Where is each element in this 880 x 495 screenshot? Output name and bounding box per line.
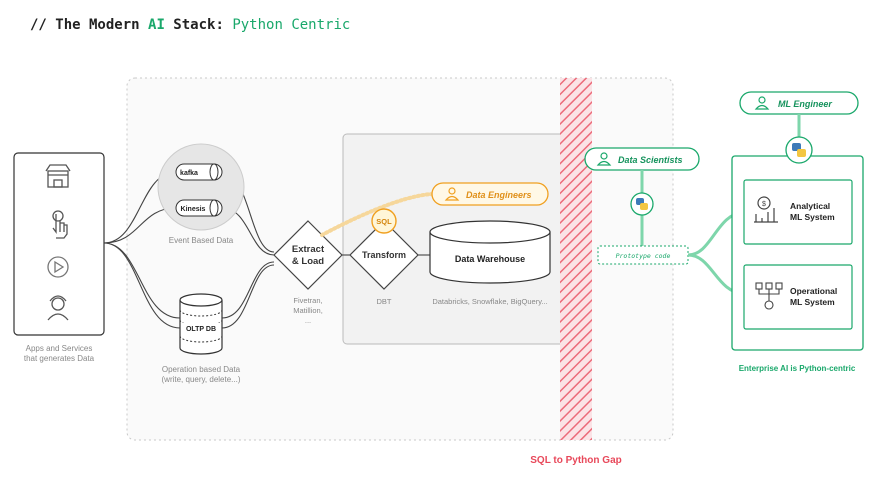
- operational-ml-system: [743, 264, 853, 330]
- extract-tools-line1: Fivetran,: [293, 296, 322, 305]
- event-caption: Event Based Data: [169, 236, 234, 245]
- warehouse-label: Data Warehouse: [455, 254, 525, 264]
- python-logo-ml: [792, 143, 806, 157]
- event-circle: [157, 143, 245, 231]
- kafka-label: kafka: [180, 170, 198, 177]
- kinesis-queue: Kinesis: [175, 199, 223, 217]
- sql-badge-label: SQL: [376, 217, 392, 226]
- sql-python-gap-band: [560, 78, 592, 440]
- data-engineers-label: Data Engineers: [466, 190, 532, 200]
- extract-tools-line3: ...: [305, 316, 311, 325]
- data-scientists-label: Data Scientists: [618, 155, 683, 165]
- operational-line2: ML System: [790, 297, 835, 307]
- data-engineers-pill: [431, 182, 549, 206]
- transform-tool: DBT: [377, 297, 392, 306]
- oltp-db: OLTP DB: [179, 293, 223, 355]
- store-icon: [45, 164, 71, 188]
- enterprise-caption: Enterprise AI is Python-centric: [739, 364, 856, 373]
- extract-tools-line2: Matillion,: [293, 306, 323, 315]
- sql-badge: [371, 208, 397, 234]
- play-icon: [47, 256, 69, 278]
- kafka-queue: kafka: [175, 163, 223, 181]
- analytical-line2: ML System: [790, 212, 835, 222]
- svg-text:$: $: [762, 201, 766, 208]
- sources-caption-line2: that generates Data: [24, 354, 95, 363]
- prototype-code-box: [597, 245, 689, 265]
- gap-label: SQL to Python Gap: [530, 455, 621, 466]
- ml-engineer-label: ML Engineer: [778, 99, 832, 109]
- oltp-caption-line1: Operation based Data: [162, 365, 241, 374]
- person-icon: [47, 295, 69, 321]
- data-warehouse: Data Warehouse: [429, 220, 551, 284]
- ml-engineer-icon: [754, 96, 770, 110]
- analytics-chart-icon: $: [754, 196, 778, 223]
- oltp-caption-line2: (write, query, delete...): [162, 375, 241, 384]
- warehouse-vendors: Databricks, Snowflake, BigQuery...: [432, 297, 547, 306]
- extract-line1: Extract: [292, 244, 325, 255]
- page-title: // The Modern AI Stack: Python Centric: [30, 17, 351, 33]
- touch-hand-icon: [52, 210, 68, 239]
- extract-line2: & Load: [292, 256, 324, 267]
- analytical-ml-system: [743, 179, 853, 245]
- network-icon: [755, 282, 783, 310]
- prototype-code-label: Prototype code: [616, 252, 671, 260]
- data-engineers-icon: [444, 187, 460, 201]
- extract-load-diamond: [273, 220, 343, 290]
- python-logo: [636, 198, 648, 210]
- analytical-line1: Analytical: [790, 201, 830, 211]
- oltp-label: OLTP DB: [186, 326, 216, 333]
- operational-line1: Operational: [790, 286, 837, 296]
- transform-diamond: [349, 220, 419, 290]
- sources-panel: [13, 152, 105, 336]
- data-scientists-icon: [596, 152, 612, 166]
- sources-caption-line1: Apps and Services: [26, 344, 93, 353]
- kinesis-label: Kinesis: [181, 206, 206, 213]
- sql-glow-connector: [320, 192, 434, 237]
- transform-label: Transform: [362, 250, 406, 260]
